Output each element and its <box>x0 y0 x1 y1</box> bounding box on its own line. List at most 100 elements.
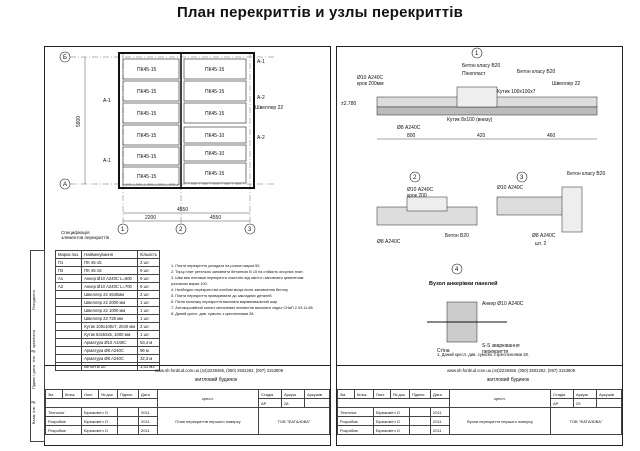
slab-label: ПК45-10 <box>205 133 225 139</box>
stamp-role: Розробив <box>337 416 374 426</box>
stamp-header-cell: Дата <box>430 389 450 399</box>
stamp-header-cell: Підпис <box>117 389 139 399</box>
anchor-a2-label: А-2 <box>257 95 265 101</box>
stamp-role: Розробив <box>337 425 374 435</box>
detail-label: Бетон класу В20 <box>567 171 606 177</box>
anchor-a1-label: А-1 <box>103 98 111 104</box>
detail-label: Ø8 А240С <box>397 125 421 131</box>
stamp-drawing-name: План перекриттів першого поверху <box>157 407 259 435</box>
detail-label: Ø10 А240С <box>357 75 384 81</box>
stamp-header-cell: Лист <box>373 389 391 399</box>
detail-label: Бетон класу В20 <box>517 69 556 75</box>
project-name: житловий будинок <box>487 377 530 383</box>
slab-label: ПК45-15 <box>137 154 157 160</box>
note-line: 3. Шви між плитами перекриття очистити в… <box>171 276 304 286</box>
detail-label: Стіна <box>437 348 450 354</box>
slab-label: ПК45-15 <box>137 133 157 139</box>
stamp-sheets-header: Аркушів <box>304 389 330 399</box>
side-label: Підпис і дата <box>31 365 36 390</box>
note-line: 7. Антикорозійний захист металевих елеме… <box>171 306 313 310</box>
table-header-cell: Кількість <box>137 250 161 259</box>
detail-label: шт. 2 <box>535 241 547 247</box>
detail-label: S-S зварювання <box>482 343 520 349</box>
stamp-date: 2011 <box>430 425 450 435</box>
stamp-stage-header: Стадія <box>550 389 574 399</box>
notes-block: 1. Плити перекриття укладати на розчин м… <box>171 263 321 317</box>
detail-number: 4 <box>455 267 459 273</box>
page-title: План перекриттів и узлы перекриттів <box>176 4 464 21</box>
detail-label: Швеллер 22 <box>552 81 580 87</box>
slab-label: ПК45-15 <box>137 174 157 180</box>
project-name: житловий будинок <box>195 377 238 383</box>
detail-label: Кутик 8х100 (внизу) <box>447 117 493 123</box>
stamp-header-cell: Зм. <box>337 389 355 399</box>
note-line: 1. Плити перекриття укладати на розчин м… <box>171 264 261 268</box>
title-block: www.sh-fordrud.com.ua (44)2239486, (050)… <box>337 365 622 435</box>
side-label: Взам. інв. № <box>31 400 36 425</box>
dimension-label: 420 <box>477 133 486 139</box>
slab-label: ПК45-15 <box>205 111 225 117</box>
stamp-header-cell: Кільк. <box>354 389 374 399</box>
axis-3-label: 3 <box>248 227 252 233</box>
stamp-stage-value: АР <box>550 398 574 408</box>
axis-b-label: Б <box>63 55 67 61</box>
slab-label: ПК45-15 <box>137 67 157 73</box>
detail-label: перекриття <box>482 349 508 355</box>
stamp-drawing-name: Вузли перекриття першого поверху <box>449 407 551 435</box>
stamp-date: 2011 <box>138 416 158 426</box>
slab-label: ПК45-15 <box>137 111 157 117</box>
note-line: 8. Даний кресл. див. сумісно з креслення… <box>171 312 255 316</box>
note-line: 1. Даний кресл. див. сумісно з креслення… <box>437 352 530 357</box>
stamp-label: кресл. <box>157 389 259 408</box>
stamp-person: Бірюковітч О <box>81 416 118 426</box>
stamp-sheet-header: Аркуш <box>573 389 597 399</box>
detail-label: Анкер Ø10 А240С <box>482 301 524 307</box>
stamp-date: 2011 <box>138 425 158 435</box>
stamp-sheet-value: 28 <box>281 398 305 408</box>
slab-label: ПК45-15 <box>205 89 225 95</box>
title-block: www.sh-fordrud.com.ua (44)2239486, (050)… <box>45 365 330 435</box>
slab-label: ПК45-15 <box>205 67 225 73</box>
stamp-person: Бірюковітч О <box>373 416 410 426</box>
website-line: www.sh-fordrud.com.ua (44)2239486, (050)… <box>447 368 576 373</box>
detail-label: Ø10 А240С <box>497 185 524 191</box>
stamp-label: кресл. <box>449 389 551 408</box>
stamp-header-cell: Зм. <box>45 389 63 399</box>
detail-number: 1 <box>475 51 479 57</box>
stamp-organization: ТОВ "ФАТА/ЮВА" <box>258 407 330 435</box>
stamp-person: Бірюковітч О <box>373 407 410 417</box>
stamp-header-cell: № док <box>98 389 118 399</box>
side-label: Погоджено <box>31 290 36 311</box>
stamp-date: 2011 <box>430 416 450 426</box>
detail-label: Кутик 100х100х7 <box>497 89 536 95</box>
stamp-date: 2011 <box>138 407 158 417</box>
stamp-organization: ТОВ "ФАТА/ЮВА" <box>550 407 622 435</box>
axis-a-label: А <box>63 182 67 188</box>
slab-label: ПК45-15 <box>205 171 225 177</box>
stamp-header-cell: № док <box>390 389 410 399</box>
stamp-sheet-value: 29 <box>573 398 597 408</box>
dimension-label: 5900 <box>76 116 82 127</box>
note-line: 6. Після монтажу перекриття виконати вир… <box>171 300 279 304</box>
note-line: 2. Торці плит ретельно заповнити бетонно… <box>171 270 304 274</box>
anchor-detail-title: Вузол анкерівки панелей <box>429 281 498 287</box>
dimension-label: 4550 <box>210 215 221 221</box>
stamp-sheets-header: Аркушів <box>596 389 622 399</box>
stamp-role: Розробив <box>45 416 82 426</box>
detail-number: 3 <box>520 175 524 181</box>
stamp-header-cell: Лист <box>81 389 99 399</box>
floor-plan-drawing: Б А 1 2 3 ПК45-1 <box>59 51 283 235</box>
detail-label: крок 200 <box>407 193 427 199</box>
axis-1-label: 1 <box>121 227 125 233</box>
stamp-stage-value: АР <box>258 398 282 408</box>
